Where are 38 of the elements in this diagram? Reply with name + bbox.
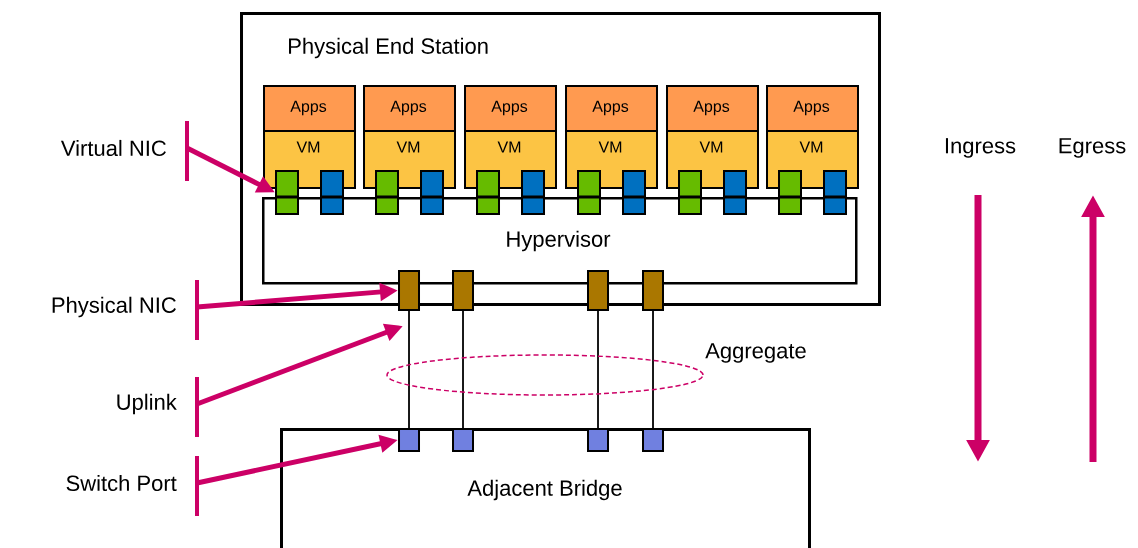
virtual-nic-port (678, 170, 702, 215)
uplink-line (408, 310, 410, 429)
virtual-nic-port (823, 170, 847, 215)
apps-box: Apps (666, 85, 759, 132)
physical-nic-port (452, 270, 474, 311)
physical-nic-port (587, 270, 609, 311)
uplink-line (652, 310, 654, 429)
virtual-nic-port (622, 170, 646, 215)
virtual-nic-port (420, 170, 444, 215)
leader-label: Uplink (117, 393, 177, 415)
virtual-nic-port (275, 170, 299, 215)
apps-box: Apps (263, 85, 356, 132)
leader-label: Switch Port (66, 474, 177, 492)
apps-box: Apps (766, 85, 859, 132)
virtual-nic-port (521, 170, 545, 215)
virtual-nic-port (778, 170, 802, 215)
switch-port (452, 428, 474, 452)
leader-label: Physical NIC (52, 296, 176, 318)
virtual-nic-port (375, 170, 399, 215)
virtual-nic-port (320, 170, 344, 215)
bridge-box: Adjacent Bridge (280, 428, 811, 548)
uplink-line (462, 310, 464, 429)
physical-nic-port (398, 270, 420, 311)
uplink-line (597, 310, 599, 429)
virtual-nic-port (476, 170, 500, 215)
apps-box: Apps (363, 85, 456, 132)
leader-label: Virtual NIC (60, 139, 166, 157)
switch-port (587, 428, 609, 452)
direction-label: Egress (1059, 138, 1126, 158)
switch-port (642, 428, 664, 452)
switch-port (398, 428, 420, 452)
virtual-nic-port (723, 170, 747, 215)
virtual-nic-port (577, 170, 601, 215)
physical-nic-port (642, 270, 664, 311)
direction-label: Ingress (945, 138, 1016, 158)
apps-box: Apps (565, 85, 658, 132)
apps-box: Apps (464, 85, 557, 132)
aggregate-label: Aggregate (705, 343, 806, 363)
